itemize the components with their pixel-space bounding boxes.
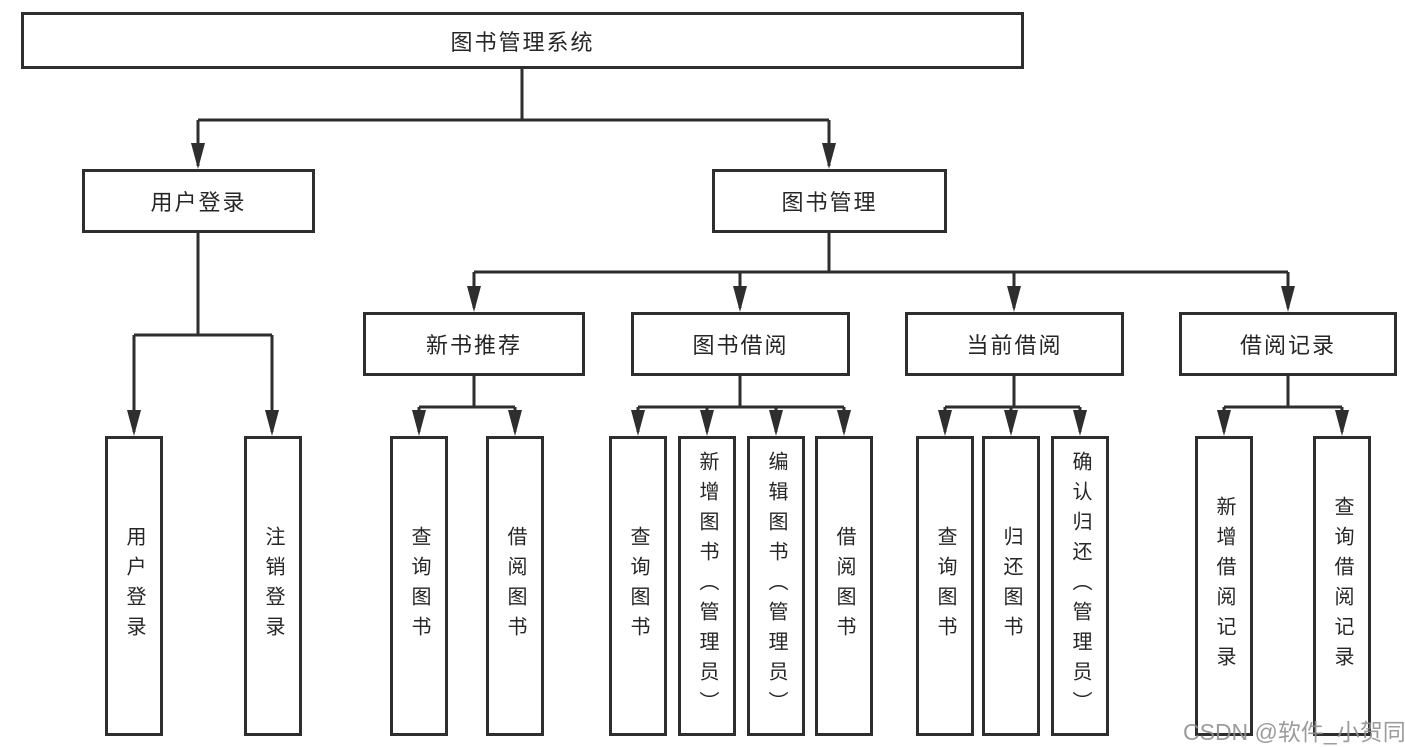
leaf-borrow-book-recommend: 借阅图书 <box>486 436 544 736</box>
node-label: 当前借阅 <box>966 333 1063 358</box>
leaf-search-book-current: 查询图书 <box>916 436 974 736</box>
node-borrow-records: 借阅记录 <box>1179 312 1397 376</box>
leaf-search-book-borrowing: 查询图书 <box>609 436 667 736</box>
leaf-add-book-admin: 新增图书（管理员） <box>678 436 736 736</box>
node-new-book-recommend: 新书推荐 <box>363 312 585 376</box>
node-label: 查询借阅记录 <box>1331 496 1353 676</box>
csdn-watermark: CSDN @软件_小贺同学 <box>1183 719 1405 745</box>
leaf-search-book-recommend: 查询图书 <box>390 436 448 736</box>
node-label: 注销登录 <box>262 526 284 646</box>
node-label: 新书推荐 <box>425 333 522 358</box>
node-label: 查询图书 <box>408 526 430 646</box>
node-label: 图书管理 <box>781 190 878 215</box>
node-book-management-module: 图书管理 <box>712 169 947 233</box>
node-label: 编辑图书（管理员） <box>765 451 787 721</box>
leaf-return-book: 归还图书 <box>982 436 1040 736</box>
leaf-logout: 注销登录 <box>244 436 302 736</box>
arrowheads <box>127 143 1349 436</box>
leaf-user-login: 用户登录 <box>105 436 163 736</box>
node-user-login-module: 用户登录 <box>82 169 315 233</box>
node-label: 归还图书 <box>1000 526 1022 646</box>
node-current-borrowing: 当前借阅 <box>905 312 1124 376</box>
leaf-search-borrow-record: 查询借阅记录 <box>1313 436 1371 736</box>
node-label: 用户登录 <box>123 526 145 646</box>
node-label: 新增图书（管理员） <box>696 451 718 721</box>
node-label: 用户登录 <box>150 190 247 215</box>
node-book-borrowing: 图书借阅 <box>631 312 850 376</box>
node-label: 图书借阅 <box>692 333 789 358</box>
node-label: 查询图书 <box>934 526 956 646</box>
leaf-edit-book-admin: 编辑图书（管理员） <box>747 436 805 736</box>
node-label: 图书管理系统 <box>450 29 595 55</box>
node-label: 借阅图书 <box>504 526 526 646</box>
leaf-add-borrow-record: 新增借阅记录 <box>1195 436 1253 736</box>
node-library-management-system: 图书管理系统 <box>21 12 1024 69</box>
node-label: 借阅图书 <box>833 526 855 646</box>
node-label: 查询图书 <box>627 526 649 646</box>
leaf-confirm-return-admin: 确认归还（管理员） <box>1051 436 1109 736</box>
node-label: 借阅记录 <box>1239 333 1336 358</box>
node-label: 确认归还（管理员） <box>1069 451 1091 721</box>
node-label: 新增借阅记录 <box>1213 496 1235 676</box>
leaf-borrow-book: 借阅图书 <box>815 436 873 736</box>
